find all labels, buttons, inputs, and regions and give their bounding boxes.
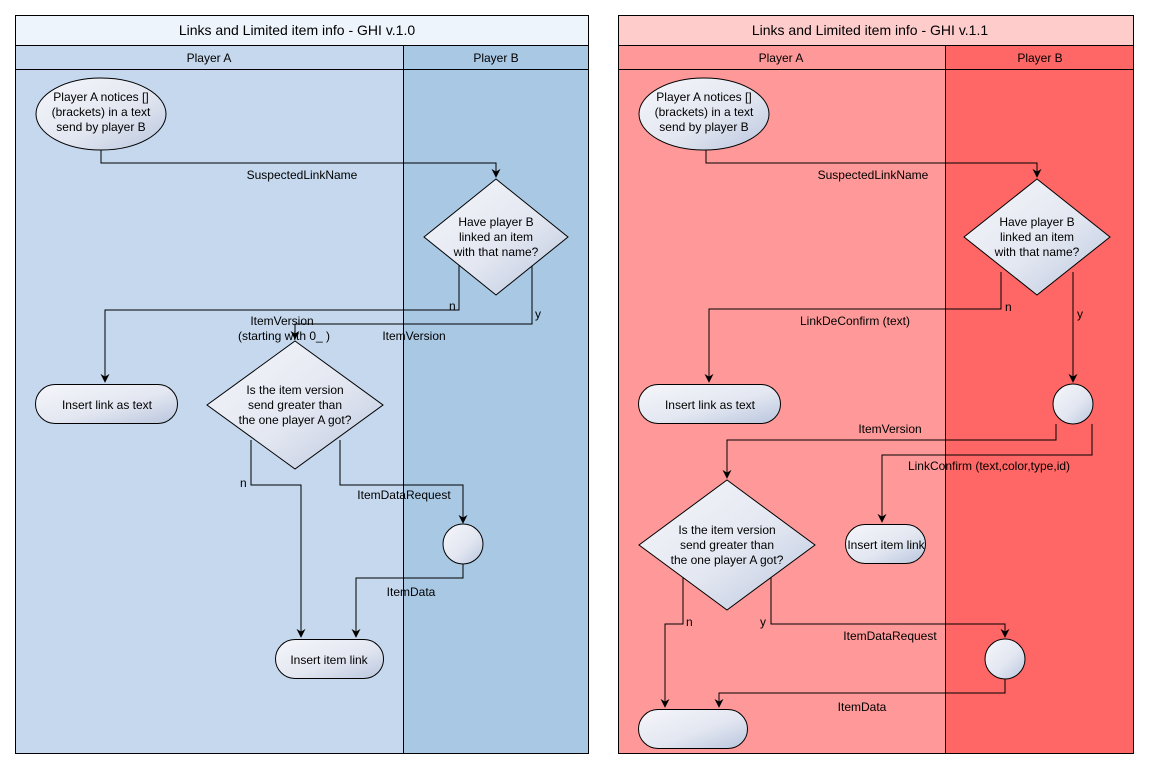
right-lane-b-header xyxy=(945,45,1134,70)
left-merge-circle xyxy=(442,523,484,565)
right-insert-text-node xyxy=(638,384,781,424)
right-confirm-circle xyxy=(1052,383,1094,425)
left-edge-start-to-decision xyxy=(100,150,501,178)
left-insert-text-node xyxy=(35,384,178,424)
left-decision-version xyxy=(206,340,384,470)
diagram-v1-1: Links and Limited item info - GHI v.1.1 … xyxy=(618,15,1134,754)
right-diagram-title: Links and Limited item info - GHI v.1.1 xyxy=(752,22,988,38)
left-insert-item-label: Insert item link xyxy=(290,653,368,667)
left-edge-version-n xyxy=(250,440,306,638)
right-start-line-3: send by player B xyxy=(659,120,748,134)
left-start-line-2: (brackets) in a text xyxy=(52,105,151,119)
right-start-line-1: Player A notices [] xyxy=(656,90,751,104)
right-decision-linked-line-1: Have player B xyxy=(999,215,1074,229)
right-edge-data-return xyxy=(714,679,1006,708)
left-edge-version-request xyxy=(339,440,468,524)
right-label-n1: n xyxy=(1005,300,1012,314)
right-edge-decision-n xyxy=(704,272,1002,383)
left-decision-linked-line-2: linked an item xyxy=(459,230,533,244)
right-title-bar xyxy=(618,15,1134,46)
left-label-item-version-a-sub: (starting with 0_ ) xyxy=(238,329,330,343)
right-decision-linked xyxy=(963,178,1111,296)
left-decision-version-line-2: send greater than xyxy=(248,398,342,412)
left-label-item-version-a: ItemVersion xyxy=(250,314,313,328)
left-decision-linked-line-3: with that name? xyxy=(453,245,539,259)
right-edge-circle-to-version xyxy=(722,424,1057,479)
right-decision-linked-line-3: with that name? xyxy=(994,245,1080,259)
right-insert-item-node xyxy=(845,524,926,564)
right-edge-start-to-decision xyxy=(705,150,1042,178)
right-start-node xyxy=(638,77,770,151)
right-label-item-data-request: ItemDataRequest xyxy=(843,629,937,643)
left-start-line-3: send by player B xyxy=(56,120,145,134)
right-label-y2: y xyxy=(760,615,766,629)
left-edge-decision-n xyxy=(100,258,460,383)
left-start-line-1: Player A notices [] xyxy=(53,90,148,104)
right-data-circle xyxy=(984,638,1026,680)
right-label-item-data: ItemData xyxy=(838,700,887,714)
right-label-link-deconfirm: LinkDeConfirm (text) xyxy=(800,314,910,328)
left-label-y1: y xyxy=(535,307,541,321)
left-lane-a-header xyxy=(15,45,404,70)
right-lane-b xyxy=(945,69,1134,754)
left-decision-version-line-3: the one player A got? xyxy=(239,413,352,427)
right-decision-version-line-1: Is the item version xyxy=(678,523,775,537)
left-label-item-data: ItemData xyxy=(387,585,436,599)
right-final-node xyxy=(638,709,748,749)
right-lane-b-label: Player B xyxy=(1017,51,1062,65)
left-label-item-data-request: ItemDataRequest xyxy=(357,488,451,502)
right-edge-version-y xyxy=(770,577,1010,638)
right-decision-linked-line-2: linked an item xyxy=(1000,230,1074,244)
left-decision-linked-line-1: Have player B xyxy=(458,215,533,229)
right-label-n2: n xyxy=(686,615,693,629)
right-decision-version-line-2: send greater than xyxy=(680,538,774,552)
right-label-item-version: ItemVersion xyxy=(858,422,921,436)
left-label-item-version-b: ItemVersion xyxy=(382,329,445,343)
left-label-n1: n xyxy=(449,299,456,313)
left-diagram-title: Links and Limited item info - GHI v.1.0 xyxy=(179,22,415,38)
right-edge-circle-to-insert xyxy=(877,424,1093,523)
left-decision-version-line-1: Is the item version xyxy=(246,383,343,397)
right-decision-version-line-3: the one player A got? xyxy=(671,553,784,567)
left-title-bar xyxy=(15,15,589,46)
left-insert-item-node xyxy=(275,639,384,679)
right-decision-version xyxy=(638,479,816,611)
left-insert-text-label: Insert link as text xyxy=(62,398,153,412)
left-edge-data-return xyxy=(351,564,464,638)
left-edge-decision-y xyxy=(290,258,533,340)
diagram-v1-0: Links and Limited item info - GHI v.1.0 … xyxy=(15,15,589,754)
right-label-suspected: SuspectedLinkName xyxy=(818,168,929,182)
left-start-node xyxy=(35,77,167,151)
right-start-line-2: (brackets) in a text xyxy=(655,105,754,119)
left-label-suspected: SuspectedLinkName xyxy=(247,168,358,182)
right-insert-item-label: Insert item link xyxy=(847,538,925,552)
left-label-n2: n xyxy=(240,476,247,490)
left-lane-a-label: Player A xyxy=(187,51,232,65)
right-insert-text-label: Insert link as text xyxy=(665,398,756,412)
right-label-y1: y xyxy=(1077,307,1083,321)
right-label-link-confirm: LinkConfirm (text,color,type,id) xyxy=(908,459,1070,473)
right-edge-version-n xyxy=(660,577,684,708)
right-lane-a-label: Player A xyxy=(759,51,804,65)
left-lane-b-label: Player B xyxy=(473,51,518,65)
left-decision-linked xyxy=(423,178,569,296)
